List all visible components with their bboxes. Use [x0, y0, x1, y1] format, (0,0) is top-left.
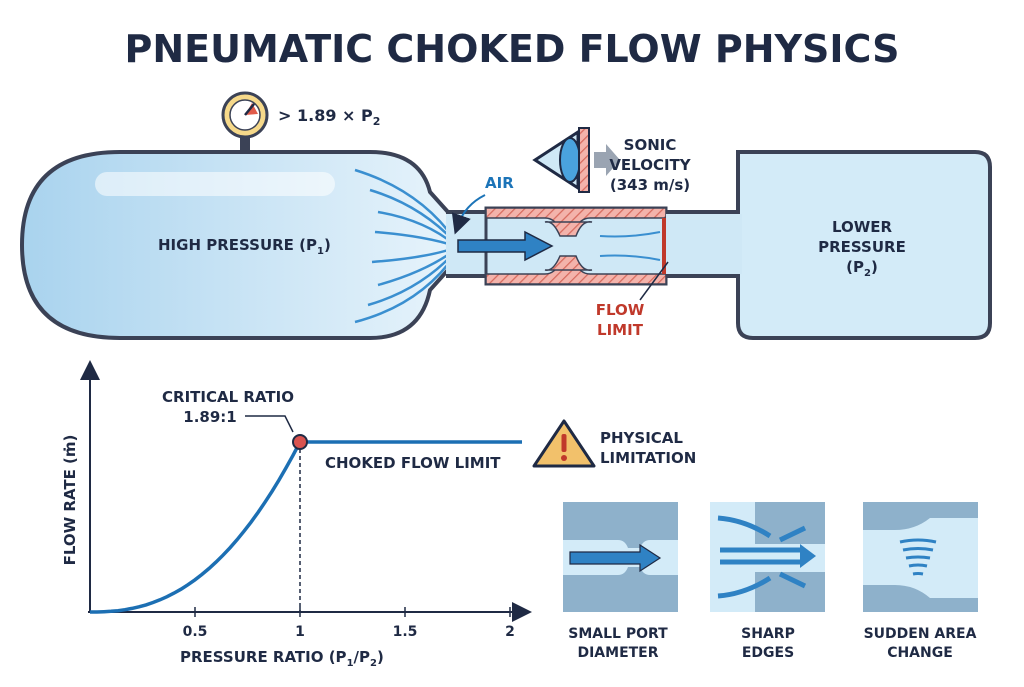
y-axis-label: FLOW RATE (ṁ): [61, 435, 79, 566]
jet-streamlines: [599, 231, 661, 261]
flow-curve: [90, 440, 522, 614]
inlet-pipe: [446, 210, 488, 278]
x-tick-label: 0.5: [183, 624, 208, 640]
page-title: PNEUMATIC CHOKED FLOW PHYSICS: [125, 27, 900, 71]
critical-ratio-label: CRITICAL RATIO: [162, 388, 294, 406]
high-pressure-label: HIGH PRESSURE (P1): [158, 236, 331, 257]
warning-icon: [532, 419, 596, 468]
gauge-label: > 1.89 × P2: [278, 106, 380, 128]
cause-3-line2: CHANGE: [887, 645, 953, 661]
cause-2-line1: SHARP: [741, 626, 795, 642]
outlet-pipe: [666, 210, 740, 278]
air-pointer-arrow: [451, 194, 486, 235]
small-port-panel: [563, 502, 678, 612]
lower-pressure-line3: (P2): [846, 258, 878, 279]
air-jet-arrow-icon: [457, 230, 554, 262]
cause-2-line2: EDGES: [742, 645, 794, 661]
choked-flow-limit-label: CHOKED FLOW LIMIT: [325, 454, 501, 472]
lower-pressure-line2: PRESSURE: [818, 238, 906, 256]
sonic-line3: (343 m/s): [610, 176, 690, 194]
outlet-pipe-fill: [666, 214, 740, 274]
tank-junction: [736, 214, 742, 274]
sonic-line1: SONIC: [624, 136, 677, 154]
x-tick-label: 1: [295, 624, 305, 640]
choked-flow-chart: 0.5 1 1.5 2 CRITICAL RATIO 1.89:1 CHOKED FL…: [61, 360, 532, 669]
flow-limit-pointer: [639, 261, 669, 301]
warning-line1: PHYSICAL: [600, 429, 683, 447]
lower-pressure-line1: LOWER: [832, 218, 893, 236]
low-pressure-tank: [736, 150, 992, 340]
critical-pointer: [245, 415, 294, 433]
sonic-cone-icon: [532, 127, 620, 193]
sudden-area-change-panel: [863, 502, 978, 612]
x-tick-label: 1.5: [393, 624, 418, 640]
flow-limit-line1: FLOW: [596, 301, 645, 319]
x-ticks: 0.5 1 1.5 2: [183, 607, 515, 640]
cause-1-line1: SMALL PORT: [568, 626, 668, 642]
sonic-line2: VELOCITY: [609, 156, 691, 174]
high-pressure-tank: [19, 150, 450, 340]
orifice-restriction: [484, 206, 668, 286]
critical-point-marker: [292, 434, 308, 450]
pressure-gauge-icon: [221, 91, 269, 154]
sharp-edges-panel: [710, 502, 825, 612]
x-axis-label: PRESSURE RATIO (P1/P2): [180, 648, 384, 669]
flow-limit-line2: LIMIT: [597, 321, 644, 339]
x-tick-label: 2: [505, 624, 515, 640]
air-label: AIR: [485, 174, 514, 192]
warning-line2: LIMITATION: [600, 449, 696, 467]
cause-1-line2: DIAMETER: [577, 645, 658, 661]
cause-3-line1: SUDDEN AREA: [864, 626, 977, 642]
critical-ratio-value: 1.89:1: [183, 408, 236, 426]
